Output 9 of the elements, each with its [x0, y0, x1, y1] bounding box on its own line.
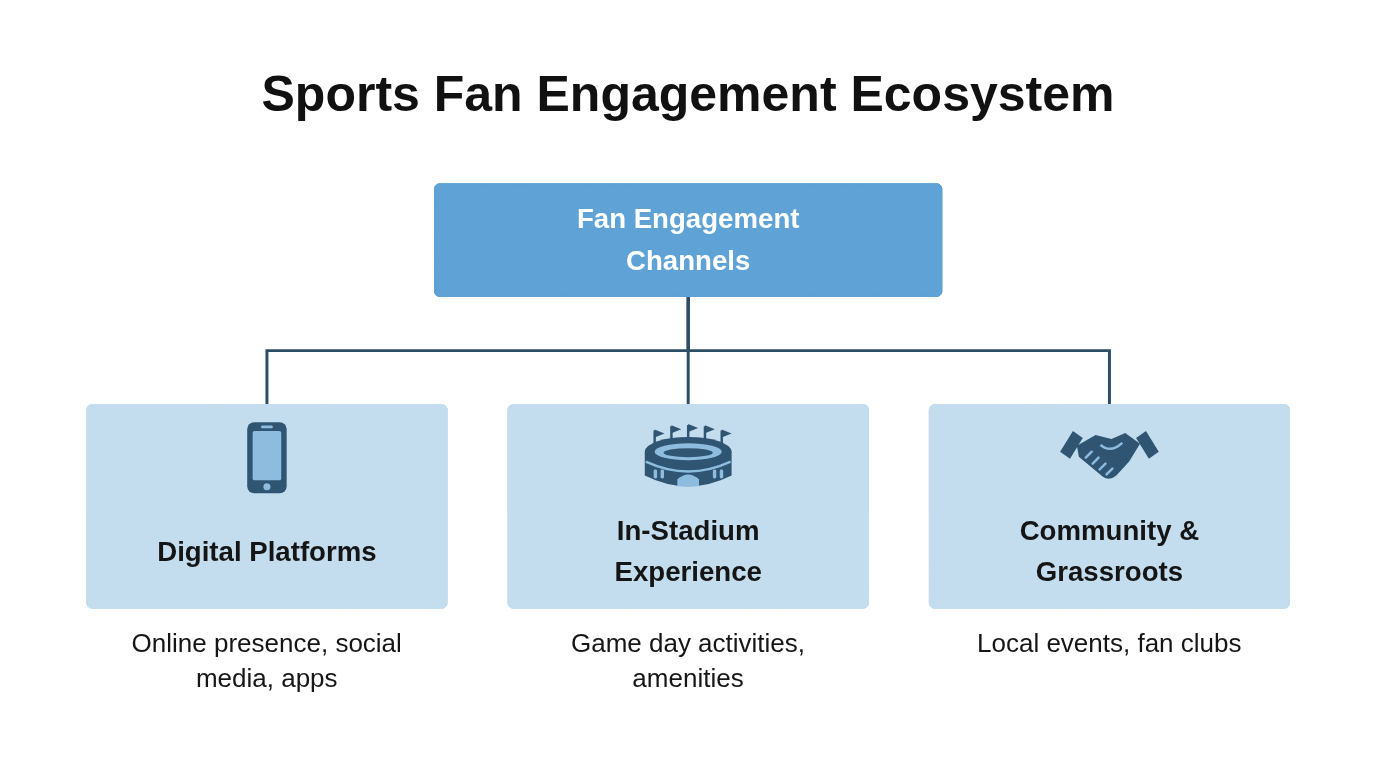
- category-card: Community & Grassroots: [928, 404, 1290, 609]
- node-caption: Game day activities, amenities: [569, 627, 807, 696]
- process-box: Fan Engagement Channels: [433, 183, 943, 297]
- diagram-title: Sports Fan Engagement Ecosystem: [261, 66, 1115, 124]
- category-card: In-Stadium Experience: [507, 404, 869, 609]
- connector-line: [686, 296, 1111, 405]
- category-card: Digital Platforms: [86, 404, 448, 609]
- node-caption: Online presence, social media, apps: [130, 627, 403, 696]
- node-caption: Local events, fan clubs: [977, 627, 1242, 661]
